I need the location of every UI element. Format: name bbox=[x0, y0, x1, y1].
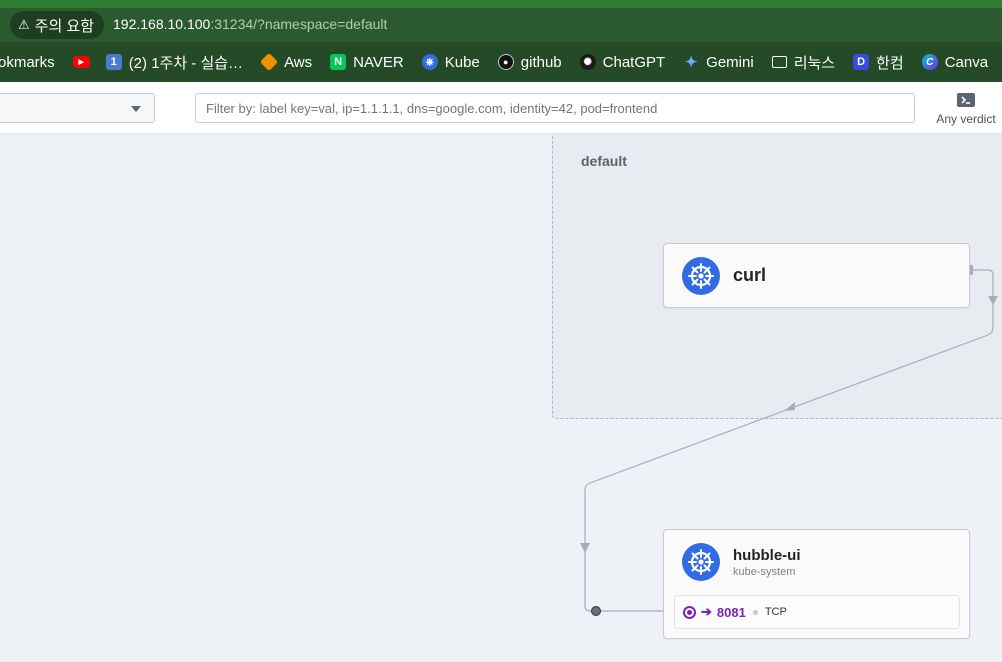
namespace-title: default bbox=[581, 153, 627, 169]
bookmark-label: 리눅스 bbox=[793, 54, 836, 72]
bookmark-all-bookmarks[interactable]: okmarks bbox=[0, 54, 55, 71]
bookmark-label: 한컴 bbox=[876, 54, 904, 72]
github-icon: ● bbox=[497, 54, 514, 70]
hancom-icon: D bbox=[853, 54, 870, 70]
bookmark-canva[interactable]: C Canva bbox=[921, 53, 989, 71]
kubernetes-icon bbox=[682, 257, 720, 295]
kubernetes-icon bbox=[682, 543, 720, 581]
url-text[interactable]: 192.168.10.100:31234/?namespace=default bbox=[113, 16, 387, 32]
youtube-icon: ▶ bbox=[72, 56, 90, 68]
port-endpoint-icon bbox=[683, 605, 696, 619]
gemini-icon: ✦ bbox=[684, 54, 698, 71]
canva-icon: C bbox=[921, 54, 938, 70]
browser-top-strip bbox=[0, 0, 1002, 8]
link-connector-dot bbox=[591, 606, 601, 616]
bookmark-label: Kube bbox=[444, 53, 480, 71]
security-label: 주의 요함 bbox=[34, 17, 95, 35]
bookmark-label: Canva bbox=[944, 53, 989, 71]
bookmark-aws[interactable]: Aws bbox=[260, 52, 313, 72]
bookmark-practice[interactable]: 1 (2) 1주차 - 실습… bbox=[105, 52, 244, 73]
address-bar[interactable]: ⚠ 주의 요함 192.168.10.100:31234/?namespace=… bbox=[0, 8, 1002, 42]
chatgpt-icon: ✺ bbox=[579, 54, 596, 70]
number-one-icon: 1 bbox=[105, 54, 122, 70]
bookmark-label: ChatGPT bbox=[602, 53, 666, 71]
bookmark-gemini[interactable]: ✦ Gemini bbox=[683, 53, 754, 72]
bookmark-folder-linux[interactable]: 리눅스 bbox=[771, 52, 836, 73]
service-card-title: hubble-ui bbox=[733, 547, 801, 564]
url-host: 192.168.10.100 bbox=[113, 16, 211, 32]
link-arrow-down-right bbox=[988, 296, 998, 305]
bookmark-youtube[interactable]: ▶ bbox=[72, 56, 90, 68]
bookmark-hancom[interactable]: D 한컴 bbox=[853, 52, 904, 73]
folder-icon bbox=[771, 56, 787, 68]
url-path: :31234/?namespace=default bbox=[210, 16, 388, 32]
bookmark-label: github bbox=[520, 53, 562, 71]
hubble-toolbar: Any verdict bbox=[0, 82, 1002, 134]
port-protocol: TCP bbox=[764, 606, 787, 618]
link-arrow-down-left bbox=[580, 543, 590, 553]
arrow-right-icon: ➔ bbox=[701, 604, 712, 619]
link-arrow-left bbox=[784, 402, 795, 411]
verdict-label: Any verdict bbox=[936, 112, 996, 126]
service-card-namespace: kube-system bbox=[733, 566, 796, 578]
aws-cube-icon bbox=[260, 52, 279, 72]
naver-icon: N bbox=[330, 54, 347, 70]
bookmark-github[interactable]: ● github bbox=[497, 53, 562, 71]
bookmark-label: Gemini bbox=[706, 53, 754, 71]
service-card-hubble-ui[interactable]: hubble-ui kube-system ➔ 8081 TCP bbox=[663, 529, 970, 639]
service-map-canvas[interactable]: default curl bbox=[0, 134, 1002, 662]
bookmark-chatgpt[interactable]: ✺ ChatGPT bbox=[579, 53, 666, 71]
warning-icon: ⚠ bbox=[18, 17, 30, 32]
bookmark-label: NAVER bbox=[353, 53, 404, 71]
bookmark-label: Aws bbox=[284, 53, 313, 71]
service-card-curl[interactable]: curl bbox=[663, 243, 970, 308]
chevron-down-icon bbox=[131, 106, 141, 112]
verdict-icon bbox=[957, 93, 975, 107]
namespace-select[interactable] bbox=[0, 93, 155, 123]
separator-dot bbox=[752, 609, 758, 615]
bookmark-label: (2) 1주차 - 실습… bbox=[128, 54, 244, 72]
service-card-title: curl bbox=[733, 265, 767, 285]
bookmark-label: okmarks bbox=[0, 53, 55, 71]
port-number: 8081 bbox=[716, 604, 746, 620]
bookmarks-bar: okmarks ▶ 1 (2) 1주차 - 실습… Aws N NAVER ⎈ … bbox=[0, 42, 1002, 82]
bookmark-kube[interactable]: ⎈ Kube bbox=[421, 53, 480, 71]
verdict-dropdown[interactable]: Any verdict bbox=[930, 90, 1002, 130]
security-warning-chip[interactable]: ⚠ 주의 요함 bbox=[10, 11, 105, 39]
bookmark-naver[interactable]: N NAVER bbox=[330, 54, 404, 71]
filter-input[interactable] bbox=[195, 93, 915, 123]
port-row[interactable]: ➔ 8081 TCP bbox=[674, 595, 960, 629]
kubernetes-icon: ⎈ bbox=[421, 54, 438, 70]
